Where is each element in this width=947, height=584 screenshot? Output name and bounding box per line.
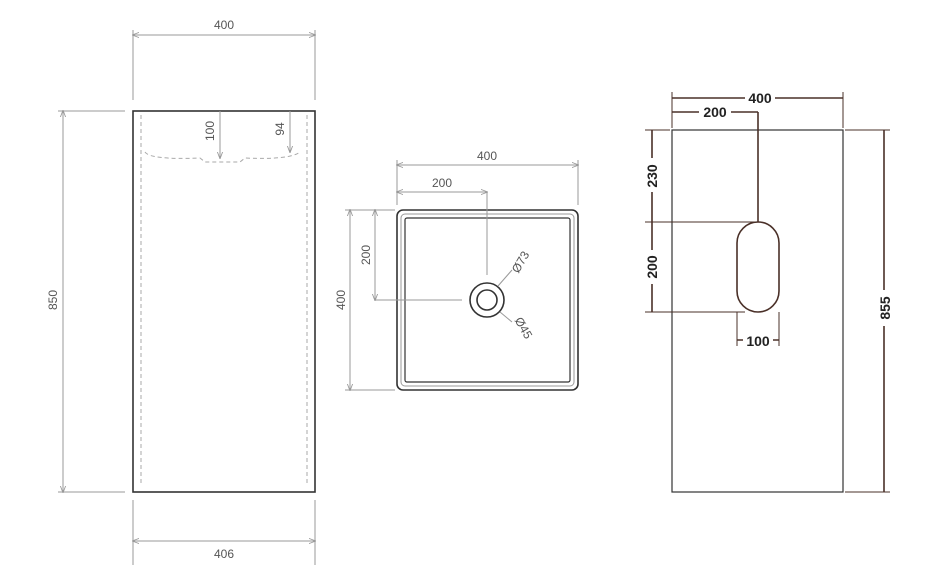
- hidden-inner-walls: [140, 115, 308, 485]
- label-bottom-width: 406: [214, 547, 234, 561]
- basin-bowl-hidden: [144, 151, 301, 163]
- label-drain-offset-y: 200: [359, 245, 373, 265]
- basin-body-outline: [132, 110, 316, 493]
- label-top-width: 400: [214, 18, 234, 32]
- label-back-height: 855: [877, 296, 893, 320]
- label-cutout-offset-x: 200: [703, 104, 727, 120]
- drain-outer: [469, 282, 505, 318]
- label-cutout-width: 100: [746, 333, 770, 349]
- label-drain-offset-x: 200: [432, 176, 452, 190]
- top-view: 400 200 400 200 Ø73 Ø45: [334, 149, 578, 390]
- cutout-oval: [736, 221, 780, 313]
- label-height: 850: [46, 290, 60, 310]
- label-width: 400: [477, 149, 497, 163]
- label-depth: 400: [334, 290, 348, 310]
- label-depth-center: 100: [203, 121, 217, 141]
- label-inner-diameter: Ø45: [512, 315, 536, 342]
- label-depth-side: 94: [273, 122, 287, 136]
- front-view: 400 406 850 100 94: [46, 18, 315, 565]
- back-view: 400 200 230 200 100 855: [643, 90, 893, 493]
- label-cutout-top: 230: [644, 164, 660, 188]
- label-back-width: 400: [748, 90, 772, 106]
- drain-inner: [476, 289, 498, 311]
- label-outer-diameter: Ø73: [509, 248, 533, 275]
- label-cutout-height: 200: [644, 255, 660, 279]
